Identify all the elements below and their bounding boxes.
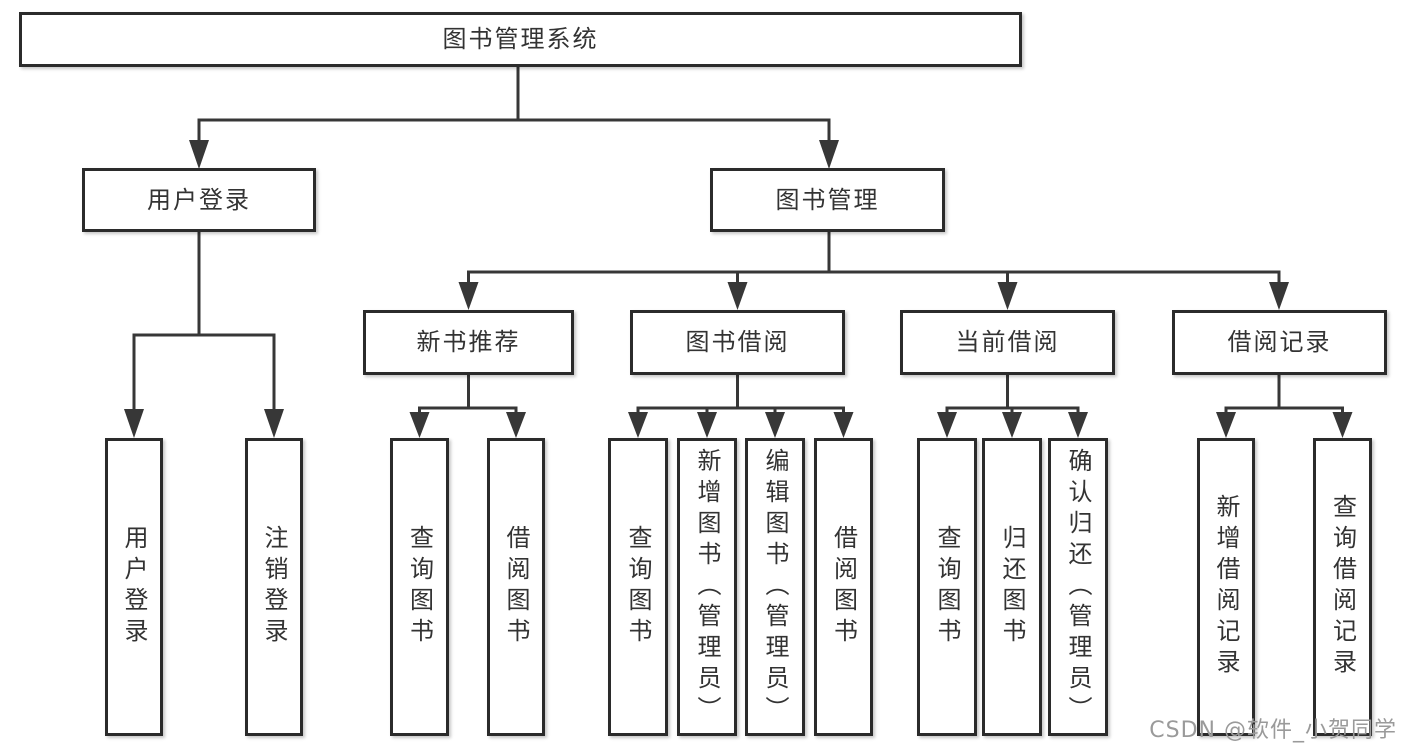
node-label: 新增图书（管理员） bbox=[693, 447, 721, 727]
node-current-borrow: 当前借阅 bbox=[900, 310, 1115, 375]
leaf-nbr-borrow-books: 借阅图书 bbox=[487, 438, 545, 736]
leaf-nbr-query-books: 查询图书 bbox=[390, 438, 449, 736]
csdn-watermark: CSDN @软件_小贺同学 bbox=[1149, 718, 1397, 743]
node-label: 查询图书 bbox=[933, 525, 961, 649]
node-label: 图书管理 bbox=[775, 185, 880, 214]
node-label: 新增借阅记录 bbox=[1212, 494, 1240, 680]
node-label: 归还图书 bbox=[998, 525, 1026, 649]
node-borrow-records: 借阅记录 bbox=[1172, 310, 1387, 375]
node-label: 借阅记录 bbox=[1227, 328, 1332, 357]
node-label: 图书借阅 bbox=[685, 328, 790, 357]
node-book-management: 图书管理 bbox=[710, 168, 945, 232]
node-label: 确认归还（管理员） bbox=[1064, 447, 1092, 727]
leaf-bb-add-book-admin: 新增图书（管理员） bbox=[677, 438, 737, 736]
node-label: 用户登录 bbox=[120, 525, 148, 649]
node-label: 查询借阅记录 bbox=[1328, 494, 1357, 680]
node-label: 图书管理系统 bbox=[442, 25, 599, 54]
leaf-bb-borrow-books: 借阅图书 bbox=[814, 438, 873, 736]
node-label: 新书推荐 bbox=[416, 328, 521, 357]
leaf-cb-query-books: 查询图书 bbox=[917, 438, 977, 736]
leaf-br-add-record: 新增借阅记录 bbox=[1197, 438, 1255, 736]
node-label: 查询图书 bbox=[624, 525, 652, 649]
leaf-cb-return-books: 归还图书 bbox=[982, 438, 1042, 736]
node-label: 注销登录 bbox=[260, 525, 288, 649]
leaf-cb-confirm-return-admin: 确认归还（管理员） bbox=[1048, 438, 1108, 736]
node-label: 借阅图书 bbox=[829, 525, 858, 649]
leaf-br-query-record: 查询借阅记录 bbox=[1313, 438, 1372, 736]
leaf-bb-edit-book-admin: 编辑图书（管理员） bbox=[745, 438, 805, 736]
node-label: 当前借阅 bbox=[955, 328, 1060, 357]
leaf-logout: 注销登录 bbox=[245, 438, 303, 736]
node-label: 借阅图书 bbox=[502, 525, 530, 649]
leaf-bb-query-books: 查询图书 bbox=[608, 438, 668, 736]
node-label: 用户登录 bbox=[147, 185, 251, 214]
node-library-management-system: 图书管理系统 bbox=[19, 12, 1022, 67]
node-label: 查询图书 bbox=[405, 525, 434, 649]
node-label: 编辑图书（管理员） bbox=[761, 447, 789, 727]
node-new-book-recommend: 新书推荐 bbox=[363, 310, 574, 375]
node-book-borrow: 图书借阅 bbox=[630, 310, 845, 375]
node-user-login: 用户登录 bbox=[82, 168, 316, 232]
leaf-user-login: 用户登录 bbox=[105, 438, 163, 736]
